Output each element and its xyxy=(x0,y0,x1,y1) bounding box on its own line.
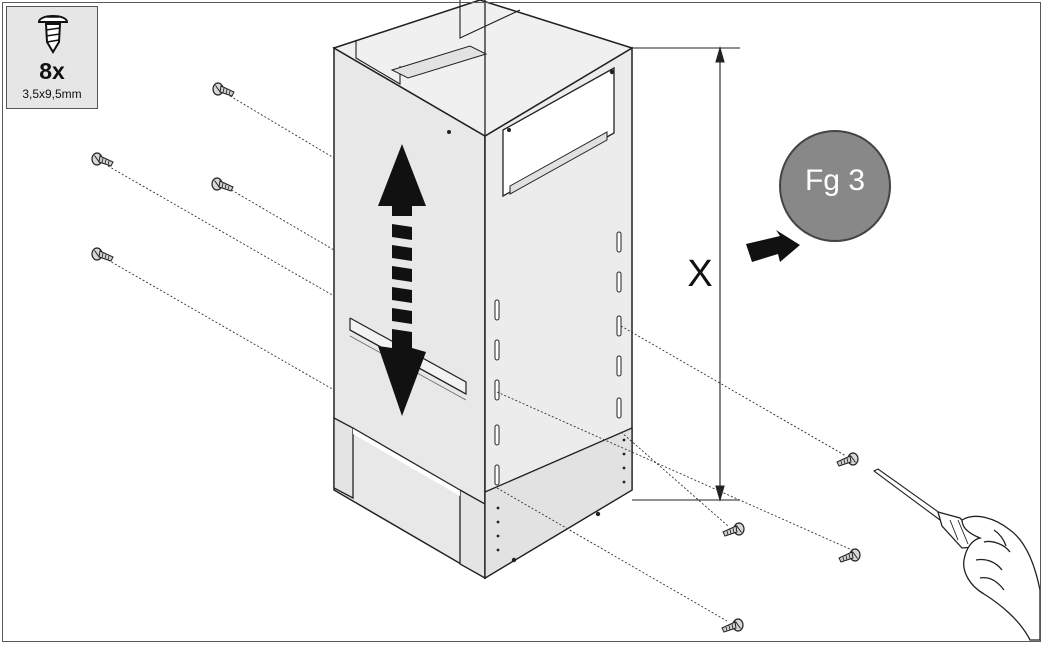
screwdriver-icon xyxy=(872,468,988,549)
screw-legend: 8x 3,5x9,5mm xyxy=(6,6,98,109)
chimney-right-panel xyxy=(355,44,633,580)
screw-icon xyxy=(37,15,69,54)
dimension-x xyxy=(632,45,740,503)
screw-guide-lines xyxy=(107,95,853,622)
screw-size: 3,5x9,5mm xyxy=(22,87,82,101)
hand-icon xyxy=(961,515,1041,641)
figure-reference-circle: Fg 3 xyxy=(779,130,891,242)
screw-count: 8x xyxy=(39,58,65,84)
pointer-arrow-icon xyxy=(746,230,800,262)
figure-reference-label: Fg 3 xyxy=(804,164,866,197)
double-arrow-icon xyxy=(378,144,426,416)
dimension-label: X xyxy=(687,253,713,295)
